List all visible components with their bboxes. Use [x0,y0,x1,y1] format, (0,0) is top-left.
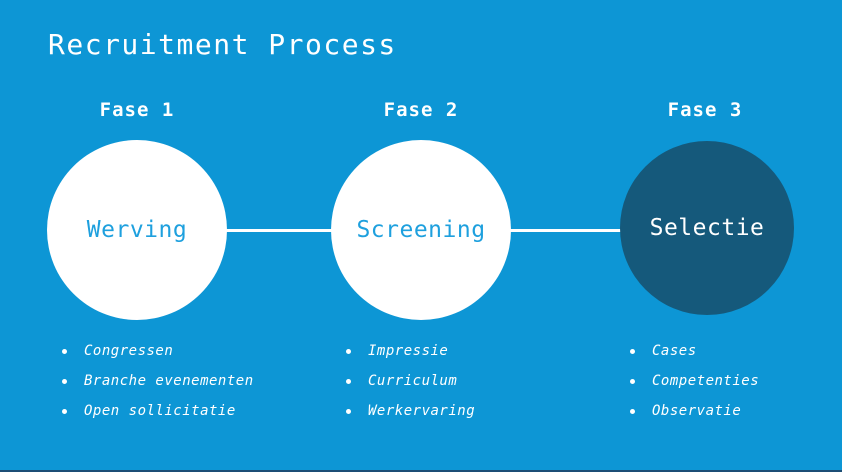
list-item: Competenties [626,366,842,396]
list-item: Congressen [58,336,328,366]
bullet-dot-icon [630,348,635,354]
list-item-label: Open sollicitatie [84,403,236,419]
circle-werving-label: Werving [86,217,188,243]
list-item: Open sollicitatie [58,396,328,426]
bullet-dot-icon [62,378,67,384]
list-item: Werkervaring [342,396,612,426]
circle-screening-label: Screening [356,217,486,243]
connector-line-1 [224,229,334,232]
phase-1-heading: Fase 1 [99,99,175,121]
bullet-dot-icon [346,348,351,354]
list-item-label: Cases [652,343,697,359]
circle-selectie: Selectie [620,141,794,315]
phase-3-bullet-list: Cases Competenties Observatie [626,336,842,426]
phase-2-heading: Fase 2 [383,99,459,121]
bullet-dot-icon [630,408,635,414]
list-item-label: Impressie [368,343,449,359]
circle-werving: Werving [47,140,227,320]
list-item-label: Branche evenementen [84,373,254,389]
list-item: Curriculum [342,366,612,396]
list-item-label: Observatie [652,403,742,419]
list-item-label: Congressen [84,343,174,359]
phase-1-bullet-list: Congressen Branche evenementen Open soll… [58,336,328,426]
list-item: Cases [626,336,842,366]
circle-selectie-label: Selectie [649,215,765,241]
bullet-dot-icon [62,408,67,414]
connector-line-2 [508,229,622,232]
list-item-label: Competenties [652,373,760,389]
list-item: Impressie [342,336,612,366]
list-item: Observatie [626,396,842,426]
bottom-edge-line [0,470,842,472]
list-item: Branche evenementen [58,366,328,396]
list-item-label: Werkervaring [368,403,476,419]
bullet-dot-icon [62,348,67,354]
bullet-dot-icon [346,378,351,384]
phase-3-heading: Fase 3 [667,99,743,121]
page-title: Recruitment Process [48,28,397,61]
bullet-dot-icon [630,378,635,384]
phase-2-bullet-list: Impressie Curriculum Werkervaring [342,336,612,426]
bullet-dot-icon [346,408,351,414]
list-item-label: Curriculum [368,373,458,389]
circle-screening: Screening [331,140,511,320]
